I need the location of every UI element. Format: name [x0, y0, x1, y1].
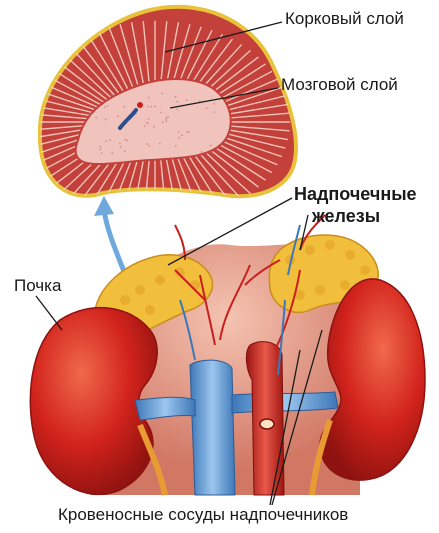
medulla-speck — [154, 106, 156, 108]
medulla-speck — [213, 111, 215, 113]
medulla-speck — [199, 100, 201, 102]
adrenal-lobule — [315, 285, 325, 295]
medulla-speck — [159, 143, 161, 145]
medulla-speck — [119, 143, 121, 145]
medulla-speck — [111, 152, 113, 154]
medulla-artery — [137, 102, 143, 108]
medulla-speck — [206, 107, 208, 109]
medulla-speck — [90, 113, 92, 115]
anatomy-body — [30, 215, 425, 495]
medulla-speck — [201, 151, 203, 153]
medulla-speck — [101, 153, 103, 155]
adrenal-label-line1: Надпочечные — [294, 183, 417, 205]
adrenal-lobule — [155, 275, 165, 285]
medulla-label: Мозговой слой — [281, 75, 398, 95]
medulla-speck — [146, 122, 148, 124]
medulla-speck — [153, 126, 155, 128]
adrenal-lobule — [120, 295, 130, 305]
medulla-speck — [146, 143, 148, 145]
medulla-speck — [95, 117, 97, 119]
adrenal-vessels-label: Кровеносные сосуды надпочечников — [58, 505, 348, 525]
adrenal-cross-section — [20, 7, 296, 224]
medulla-speck — [99, 146, 101, 148]
medulla-speck — [124, 150, 126, 152]
adrenal-lobule — [360, 265, 370, 275]
adrenal-label-line2: железы — [294, 205, 417, 227]
medulla-speck — [150, 106, 152, 108]
medulla-speck — [160, 112, 162, 114]
medulla-speck — [147, 106, 149, 108]
inferior-vena-cava — [190, 360, 235, 495]
medulla-speck — [99, 149, 101, 151]
medulla-speck — [148, 145, 150, 147]
medulla-speck — [148, 97, 150, 99]
medulla-speck — [176, 109, 178, 111]
medulla-speck — [100, 92, 102, 94]
medulla-speck — [186, 131, 188, 133]
medulla-speck — [124, 139, 126, 141]
cortex-label: Корковый слой — [285, 9, 404, 29]
medulla-speck — [178, 137, 180, 139]
medulla-speck — [161, 93, 163, 95]
medulla-speck — [166, 117, 168, 119]
medulla-speck — [165, 118, 167, 120]
medulla-speck — [104, 106, 106, 108]
adrenal-lobule — [135, 285, 145, 295]
adrenal-lobule — [340, 280, 350, 290]
medulla-speck — [181, 134, 183, 136]
medulla-speck — [144, 125, 146, 127]
adrenal-lobule — [190, 280, 200, 290]
medulla-speck — [175, 145, 177, 147]
medulla-speck — [162, 121, 164, 123]
medulla-speck — [148, 118, 150, 120]
leader-kidney — [36, 296, 62, 330]
medulla-speck — [126, 140, 128, 142]
adrenal-lobule — [345, 250, 355, 260]
magnify-arrowhead — [94, 196, 114, 216]
kidney-label: Почка — [14, 276, 61, 296]
medulla-speck — [175, 96, 177, 98]
medulla-speck — [105, 119, 107, 121]
adrenal-glands-label: Надпочечные железы — [294, 183, 417, 227]
medulla-speck — [213, 103, 215, 105]
right-renal-vein — [232, 392, 338, 413]
medulla-speck — [176, 101, 178, 103]
medulla-speck — [111, 93, 113, 95]
medulla-speck — [123, 106, 125, 108]
medulla-speck — [109, 139, 111, 141]
aorta-branch-opening — [260, 419, 274, 429]
medulla-speck — [107, 105, 109, 107]
medulla-speck — [211, 151, 213, 153]
medulla-speck — [210, 144, 212, 146]
medulla-speck — [105, 140, 107, 142]
medulla-speck — [178, 131, 180, 133]
medulla-speck — [186, 99, 188, 101]
adrenal-lobule — [325, 240, 335, 250]
adrenal-lobule — [145, 305, 155, 315]
medulla-speck — [92, 101, 94, 103]
medulla-speck — [120, 146, 122, 148]
medulla-speck — [165, 120, 167, 122]
adrenal-lobule — [305, 245, 315, 255]
medulla-speck — [167, 116, 169, 118]
medulla-speck — [117, 116, 119, 118]
